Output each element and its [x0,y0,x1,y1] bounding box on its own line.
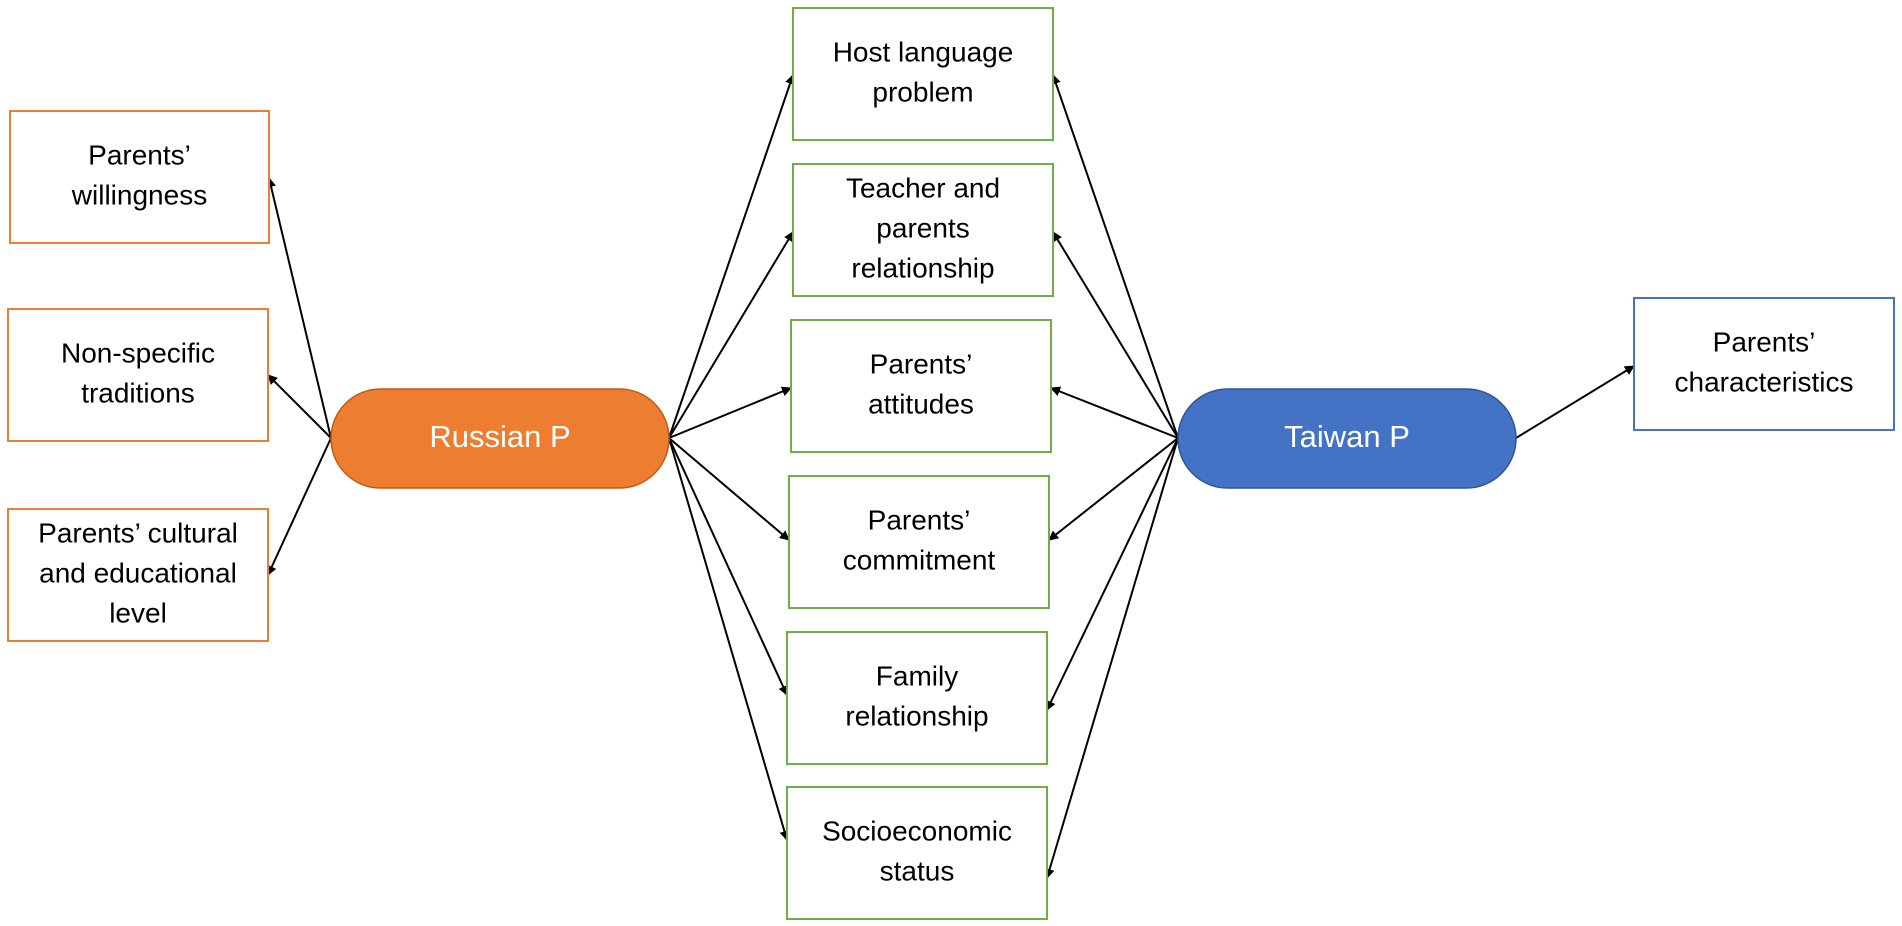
russian-to-shared-arrow [668,437,788,696]
russian-factor-box: Parents’ cultural and educational level [7,508,269,642]
russian-factor-box-label-line: Non-specific [61,337,215,368]
shared-factor-box-label-line: Teacher and [846,172,1000,203]
shared-factor-box-border [786,631,1048,765]
taiwan-to-shared-arrow [1051,74,1179,439]
russian-to-cultural-level-arrow [267,437,332,576]
russian-factor-box-border [7,508,269,642]
taiwan-factor-box: Parents’ characteristics [1633,297,1895,431]
russian-to-shared-arrow [668,386,792,439]
taiwan-factor-boxes: Parents’ characteristics [1633,297,1895,431]
shared-factor-box-label-line: Parents’ [868,504,971,535]
russian-factor-box-label-line: Parents’ [88,139,191,170]
russian-to-shared-arrow [668,74,795,439]
russian-p-pill [330,388,670,489]
shared-factor-box-border [788,475,1050,609]
shared-factor-box-label-line: Family [876,660,958,691]
shared-factor-box-border [790,319,1052,453]
russian-factor-box-border [9,110,270,244]
shared-factor-box-border [792,163,1054,297]
russian-to-willingness-arrow [266,177,332,439]
shared-factor-box-label-line: parents [876,212,969,243]
taiwan-p-node: Taiwan P [1177,388,1517,489]
russian-factor-box-label-line: traditions [81,377,195,408]
taiwan-to-shared-arrow [1052,231,1179,439]
shared-factor-box: Host language problem [792,7,1054,141]
shared-factor-box-label-line: attitudes [868,388,974,419]
taiwan-to-characteristics-arrow [1515,365,1635,439]
russian-to-shared-arrow [668,231,794,439]
russian-factor-box: Parents’ willingness [9,110,270,244]
shared-factor-box-border [786,786,1048,920]
russian-to-traditions-arrow [267,374,332,439]
shared-factor-box: Parents’ attitudes [790,319,1052,453]
taiwan-factor-box-label-line: Parents’ [1713,326,1816,357]
shared-factor-box-label-line: problem [872,76,973,107]
shared-factor-box-label-line: Host language [833,36,1014,67]
russian-factor-box: Non-specific traditions [7,308,269,442]
taiwan-p-label: Taiwan P [1284,419,1410,454]
russian-to-shared-arrow [668,437,790,541]
taiwan-to-shared-arrow [1048,437,1179,541]
shared-factor-box-label-line: relationship [851,252,994,283]
russian-to-shared-arrow [668,437,790,841]
shared-factor-box-label-line: Socioeconomic [822,815,1012,846]
taiwan-p-pill [1177,388,1517,489]
russian-p-node: Russian P [330,388,670,489]
taiwan-to-shared-arrow [1044,437,1179,879]
shared-factor-box: Socioeconomic status [786,786,1048,920]
russian-factor-box-border [7,308,269,442]
shared-factor-box-label-line: commitment [843,544,996,575]
shared-factor-box-border [792,7,1054,141]
shared-factor-box: Family relationship [786,631,1048,765]
russian-factor-box-label-line: willingness [71,179,207,210]
russian-factor-box-label-line: Parents’ cultural [38,517,238,548]
shared-factor-box: Parents’ commitment [788,475,1050,609]
taiwan-factor-box-label-line: characteristics [1675,366,1854,397]
russian-p-label: Russian P [429,419,570,454]
taiwan-to-shared-arrow [1050,386,1179,439]
shared-factor-box: Teacher and parents relationship [792,163,1054,297]
shared-factor-box-label-line: Parents’ [870,348,973,379]
taiwan-to-shared-arrow [1046,437,1179,711]
taiwan-factor-box-border [1633,297,1895,431]
shared-factor-box-label-line: relationship [845,700,988,731]
russian-factor-box-label-line: and educational [39,557,237,588]
arrows-layer [266,74,1635,879]
shared-factor-box-label-line: status [880,855,955,886]
russian-factor-box-label-line: level [109,597,167,628]
